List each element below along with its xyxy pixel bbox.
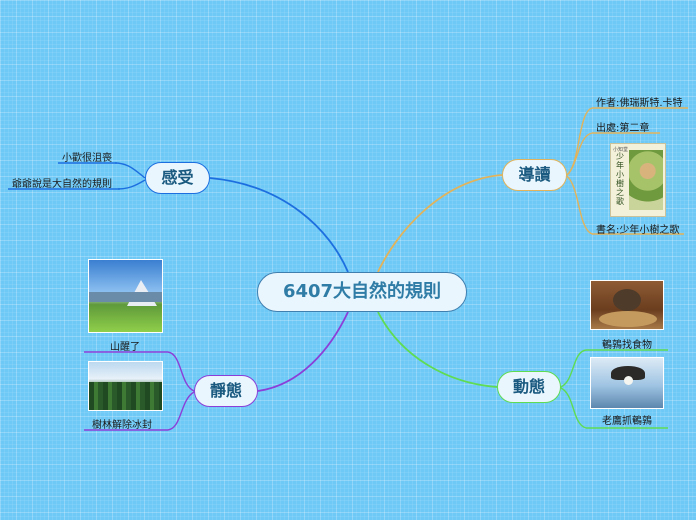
static-item-1[interactable]: 山醒了	[110, 338, 140, 353]
central-topic[interactable]: 6407大自然的規則	[257, 272, 467, 312]
feeling-item-1[interactable]: 小歡很沮喪	[62, 149, 112, 164]
nest-shape	[599, 311, 657, 327]
forest-photo[interactable]	[88, 361, 163, 411]
quail-photo[interactable]	[590, 280, 664, 330]
guide-book-title[interactable]: 書名:少年小樹之歌	[596, 221, 679, 236]
forest-trees-shape	[89, 382, 163, 411]
book-cover-image[interactable]: 小知堂 少年小樹之歌	[610, 143, 666, 217]
mountain-range-shape	[89, 292, 163, 302]
branch-guide[interactable]: 導讀	[502, 159, 567, 191]
dynamic-item-2[interactable]: 老鷹抓鵪鶉	[602, 412, 652, 427]
eagle-photo[interactable]	[590, 357, 664, 409]
mountain-photo[interactable]	[88, 259, 163, 333]
static-item-2[interactable]: 樹林解除冰封	[92, 416, 152, 431]
branch-feeling[interactable]: 感受	[145, 162, 210, 194]
book-cover-title: 少年小樹之歌	[616, 152, 625, 206]
guide-author[interactable]: 作者:佛瑞斯特.卡特	[596, 94, 683, 109]
dynamic-item-1[interactable]: 鵪鶉找食物	[602, 336, 652, 351]
eagle-head-shape	[624, 376, 633, 385]
book-cover-illustration	[629, 150, 663, 210]
feeling-item-2[interactable]: 爺爺說是大自然的規則	[12, 175, 112, 190]
branch-dynamic[interactable]: 動態	[497, 371, 561, 403]
branch-static[interactable]: 靜態	[194, 375, 258, 407]
quail-body-shape	[613, 289, 641, 311]
guide-source[interactable]: 出處:第二章	[596, 119, 649, 134]
